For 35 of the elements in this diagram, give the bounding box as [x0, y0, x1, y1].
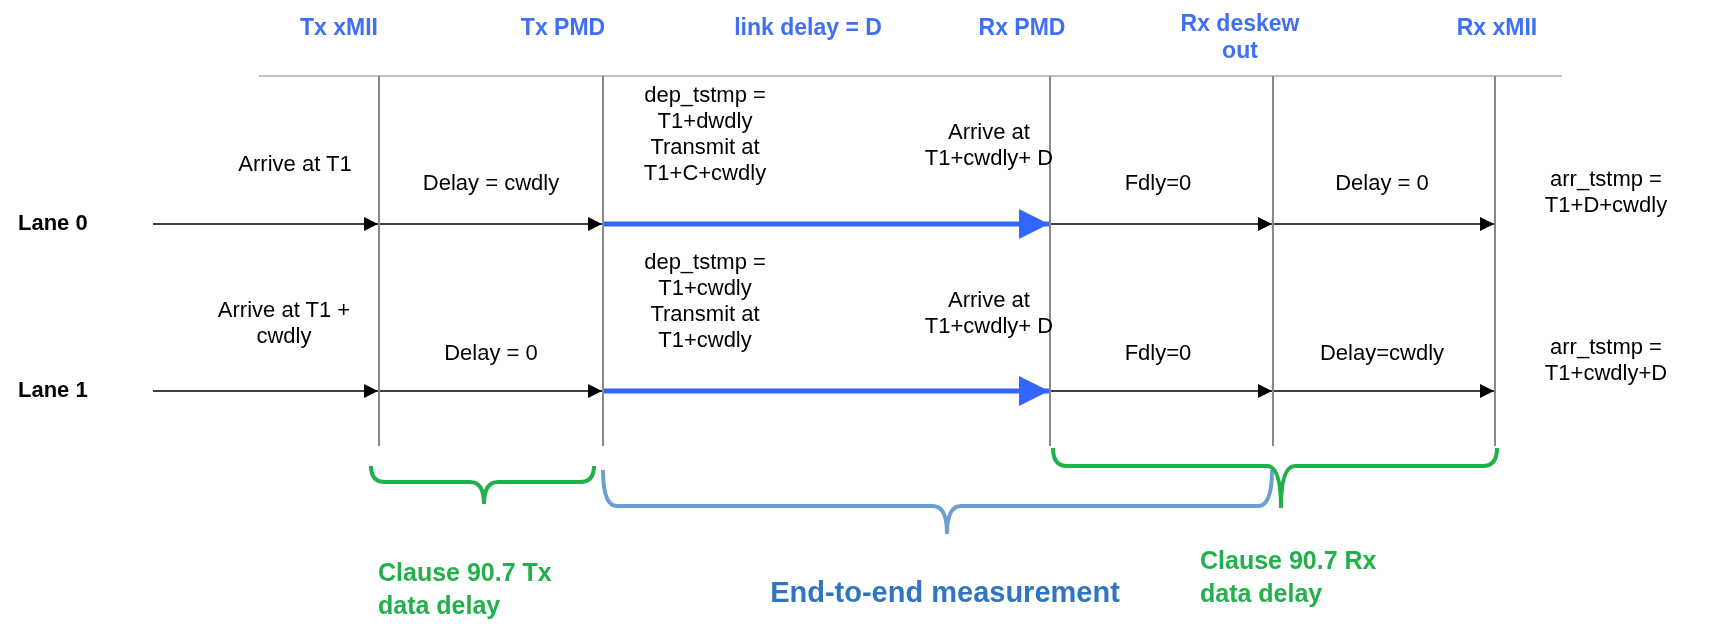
edge-label: Fdly=0: [1123, 340, 1193, 366]
edge-label: Delay = cwdly: [421, 170, 561, 196]
timestamp-note: arr_tstmp = T1+D+cwdly: [1543, 166, 1669, 218]
arrow: [1050, 217, 1273, 231]
brace-caption: Clause 90.7 Rx data delay: [1200, 545, 1378, 609]
edge-label: Arrive at T1: [237, 151, 353, 177]
edge-label: Delay = 0: [443, 340, 539, 366]
timestamp-note: arr_tstmp = T1+cwdly+D: [1543, 334, 1669, 386]
column-heading: Tx xMII: [299, 14, 379, 41]
edge-label: Arrive at T1 + cwdly: [216, 297, 352, 349]
arrow: [152, 217, 379, 231]
column-heading: link delay = D: [733, 14, 883, 41]
column-heading: Rx xMII: [1455, 14, 1539, 41]
arrow: [1050, 384, 1273, 398]
column-heading: Rx deskew out: [1179, 10, 1301, 64]
brace-caption: Clause 90.7 Tx data delay: [378, 557, 553, 621]
edge-label: dep_tstmp = T1+cwdly Transmit at T1+cwdly: [643, 249, 767, 353]
arrow: [604, 376, 1049, 406]
arrival-note: Arrive at T1+cwdly+ D: [923, 119, 1055, 171]
arrow: [379, 217, 603, 231]
arrow: [379, 384, 603, 398]
arrow: [1273, 217, 1495, 231]
column-heading: Rx PMD: [977, 14, 1067, 41]
edge-label: Delay=cwdly: [1318, 340, 1446, 366]
column-heading: Tx PMD: [519, 14, 607, 41]
edge-label: Fdly=0: [1123, 170, 1193, 196]
edge-label: dep_tstmp = T1+dwdly Transmit at T1+C+cwdly: [642, 82, 768, 186]
arrival-note: Arrive at T1+cwdly+ D: [923, 287, 1055, 339]
brace-caption: End-to-end measurement: [769, 576, 1121, 609]
arrow: [152, 384, 379, 398]
arrow: [604, 209, 1049, 239]
lane-label: Lane 1: [18, 377, 88, 403]
arrow: [1273, 384, 1495, 398]
lane-label: Lane 0: [18, 210, 88, 236]
edge-label: Delay = 0: [1334, 170, 1430, 196]
